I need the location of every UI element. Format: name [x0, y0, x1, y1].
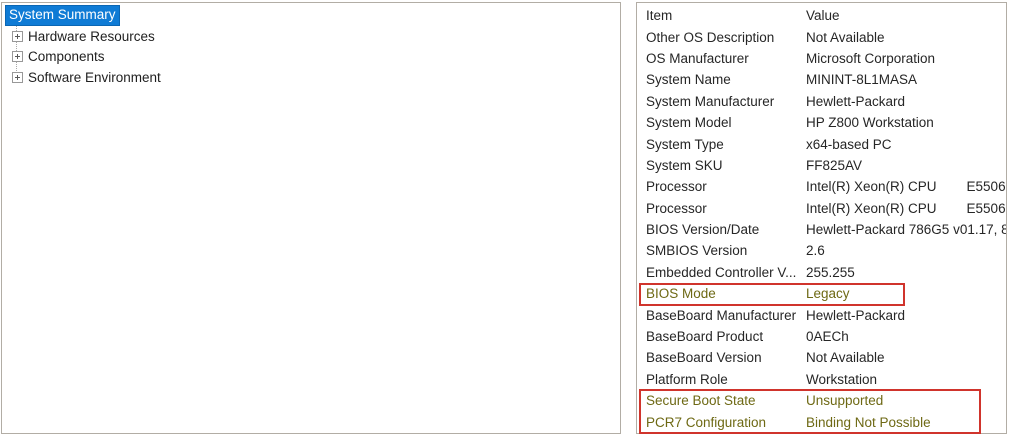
value-cell: Intel(R) Xeon(R) CPU E5506: [806, 179, 1006, 195]
value-cell: HP Z800 Workstation: [806, 115, 934, 131]
item-cell: BIOS Version/Date: [646, 222, 760, 238]
table-row[interactable]: System Type x64-based PC: [637, 133, 1006, 154]
item-cell: System Name: [646, 72, 731, 88]
item-cell: BIOS Mode: [646, 286, 716, 302]
table-row[interactable]: System Model HP Z800 Workstation: [637, 112, 1006, 133]
item-cell: Processor: [646, 179, 707, 195]
tree-item-label: Hardware Resources: [28, 28, 155, 44]
item-cell: BaseBoard Manufacturer: [646, 307, 797, 323]
value-cell: Microsoft Corporation: [806, 50, 936, 66]
item-cell: PCR7 Configuration: [646, 414, 767, 430]
table-row[interactable]: BaseBoard Product 0AECh: [637, 326, 1006, 347]
value-cell: FF825AV: [806, 157, 863, 173]
column-header-item[interactable]: Item: [646, 8, 673, 24]
table-row[interactable]: Processor Intel(R) Xeon(R) CPU E5506: [637, 176, 1006, 197]
value-cell: Not Available: [806, 350, 885, 366]
value-cell: Hewlett-Packard: [806, 93, 906, 109]
tree-item-software-environment[interactable]: Software Environment: [4, 67, 620, 88]
expand-plus-icon[interactable]: [12, 71, 23, 83]
table-row[interactable]: PCR7 Configuration Binding Not Possible: [637, 411, 1006, 432]
table-row[interactable]: Other OS Description Not Available: [637, 26, 1006, 47]
value-cell: Workstation: [806, 371, 878, 387]
table-row[interactable]: System Name MININT-8L1MASA: [637, 69, 1006, 90]
value-cell: Not Available: [806, 29, 885, 45]
expand-plus-icon[interactable]: [12, 30, 23, 42]
tree-item-system-summary[interactable]: System Summary: [5, 5, 120, 26]
table-row[interactable]: BIOS Mode Legacy: [637, 283, 1006, 304]
table-row[interactable]: Embedded Controller V... 255.255: [637, 262, 1006, 283]
value-cell: Hewlett-Packard: [806, 307, 906, 323]
table-row[interactable]: SMBIOS Version 2.6: [637, 240, 1006, 261]
item-cell: Platform Role: [646, 371, 728, 387]
item-cell: Secure Boot State: [646, 393, 756, 409]
item-cell: BaseBoard Product: [646, 329, 764, 345]
table-row[interactable]: BaseBoard Manufacturer Hewlett-Packard: [637, 304, 1006, 325]
value-cell: x64-based PC: [806, 136, 892, 152]
item-cell: Processor: [646, 200, 707, 216]
value-cell: Unsupported: [806, 393, 884, 409]
tree-root-row: System Summary: [4, 5, 620, 26]
item-cell: BaseBoard Version: [646, 350, 762, 366]
item-cell: System Type: [646, 136, 724, 152]
item-cell: OS Manufacturer: [646, 50, 749, 66]
table-row[interactable]: System SKU FF825AV: [637, 155, 1006, 176]
item-cell: System Model: [646, 115, 732, 131]
table-row[interactable]: Processor Intel(R) Xeon(R) CPU E5506: [637, 198, 1006, 219]
item-cell: Other OS Description: [646, 29, 775, 45]
value-cell: Hewlett-Packard 786G5 v01.17, 8/: [806, 222, 1006, 238]
expand-plus-icon[interactable]: [12, 51, 23, 63]
table-row[interactable]: System Manufacturer Hewlett-Packard: [637, 91, 1006, 112]
item-cell: SMBIOS Version: [646, 243, 748, 259]
item-cell: Embedded Controller V...: [646, 264, 797, 280]
item-cell: System SKU: [646, 157, 723, 173]
value-cell: Legacy: [806, 286, 850, 302]
table-row[interactable]: BIOS Version/Date Hewlett-Packard 786G5 v…: [637, 219, 1006, 240]
tree-item-hardware-resources[interactable]: Hardware Resources: [4, 26, 620, 47]
value-cell: 255.255: [806, 264, 855, 280]
value-cell: MININT-8L1MASA: [806, 72, 918, 88]
table-header-row: Item Value: [637, 5, 1006, 26]
value-cell: 0AECh: [806, 329, 849, 345]
value-cell: 2.6: [806, 243, 825, 259]
table-row[interactable]: Platform Role Workstation: [637, 369, 1006, 390]
item-cell: System Manufacturer: [646, 93, 775, 109]
value-cell: Intel(R) Xeon(R) CPU E5506: [806, 200, 1006, 216]
column-header-value[interactable]: Value: [806, 8, 840, 24]
table-row[interactable]: OS Manufacturer Microsoft Corporation: [637, 48, 1006, 69]
tree-item-label: Components: [28, 49, 105, 65]
tree-item-components[interactable]: Components: [4, 47, 620, 68]
table-row[interactable]: BaseBoard Version Not Available: [637, 347, 1006, 368]
value-cell: Binding Not Possible: [806, 414, 931, 430]
category-tree-panel: System Summary Hardware Resources Compon…: [1, 2, 621, 434]
table-row[interactable]: Secure Boot State Unsupported: [637, 390, 1006, 411]
tree-item-label: Software Environment: [28, 69, 161, 85]
